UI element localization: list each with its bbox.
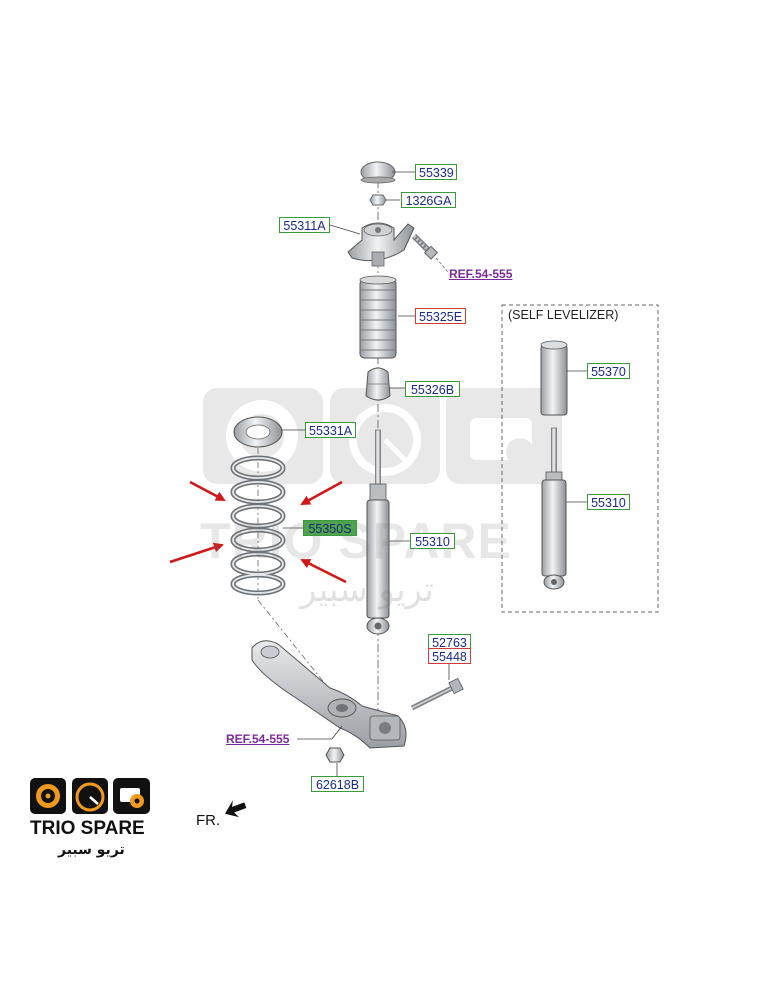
leader-lines [282, 171, 587, 776]
highlight-arrows [169, 480, 347, 584]
levelizer-shock-drawing [541, 427, 567, 590]
part-label-62618b[interactable]: 62618B [311, 776, 364, 792]
part-label-55350s[interactable]: 55350S [303, 520, 357, 536]
spring-seat-drawing [233, 416, 283, 448]
part-label-55331a[interactable]: 55331A [305, 422, 356, 438]
part-label-55325e[interactable]: 55325E [415, 308, 466, 324]
strut-mount-drawing [347, 222, 415, 267]
levelizer-cover-drawing [540, 340, 568, 416]
bump-stop-drawing [365, 367, 391, 401]
part-label-55310-levelizer[interactable]: 55310 [587, 494, 630, 510]
part-label-55326b[interactable]: 55326B [405, 381, 460, 397]
front-marker-label: FR. [196, 812, 221, 829]
self-levelizer-title: (SELF LEVELIZER) [508, 308, 619, 322]
mount-bolt-drawing [411, 233, 439, 260]
part-label-55339[interactable]: 55339 [415, 164, 457, 180]
lower-arm-drawing [251, 640, 407, 749]
lower-bolt-drawing [410, 677, 464, 711]
shock-absorber-drawing [366, 429, 390, 635]
nut-drawing [369, 194, 387, 206]
part-label-55310[interactable]: 55310 [410, 533, 455, 549]
lower-nut-drawing [325, 747, 345, 763]
ref-link-lower[interactable]: REF.54-555 [226, 732, 290, 746]
watermark-arabic-text: تريو سبير [300, 570, 434, 610]
brand-name-arabic: تريو سبير [58, 842, 125, 858]
dust-cap-drawing [360, 161, 396, 184]
part-label-55370[interactable]: 55370 [587, 363, 630, 379]
part-label-1326ga[interactable]: 1326GA [401, 192, 456, 208]
part-label-55448[interactable]: 55448 [428, 648, 471, 664]
brand-name: TRIO SPARE [30, 818, 145, 839]
brand-logo-icons [30, 778, 150, 814]
ref-link-upper[interactable]: REF.54-555 [449, 267, 513, 281]
front-arrow-icon [225, 800, 247, 818]
part-label-55311a[interactable]: 55311A [279, 217, 330, 233]
self-levelizer-box [501, 304, 659, 613]
dust-boot-drawing [359, 275, 397, 359]
